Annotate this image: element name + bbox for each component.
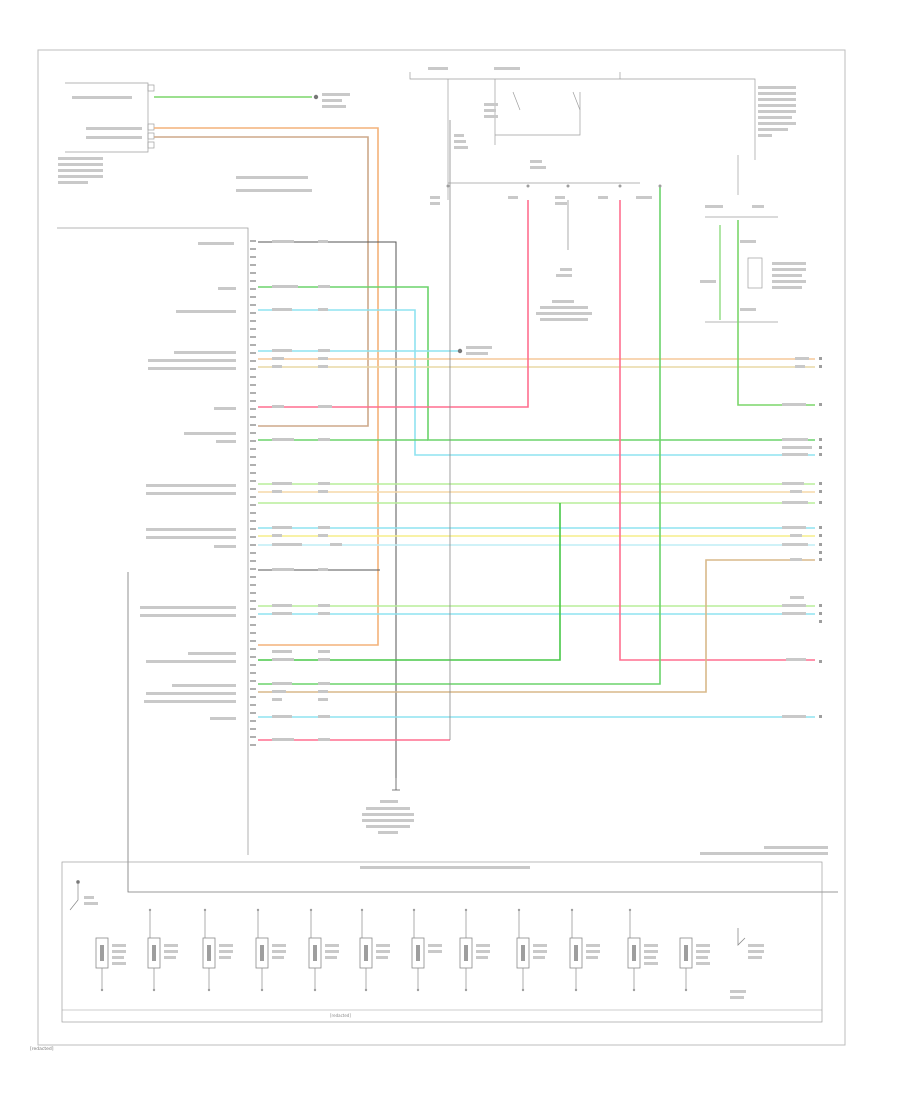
splice-mid bbox=[457, 346, 492, 355]
top-center-note bbox=[236, 176, 312, 192]
top-right-module-labels bbox=[700, 86, 806, 311]
wires-main-harness bbox=[258, 185, 815, 778]
bottom-panel bbox=[61, 861, 823, 1023]
wire-green-right bbox=[737, 220, 815, 406]
fuse-block-top bbox=[409, 72, 640, 200]
bottom-bar-label: [redacted] bbox=[330, 1013, 351, 1018]
wire-left-black bbox=[127, 572, 838, 893]
bottom-panel-ground-label bbox=[84, 896, 98, 905]
footer-code: [redacted] bbox=[30, 1046, 54, 1052]
bottom-right-caption bbox=[700, 846, 828, 855]
bottom-panel-ground bbox=[69, 880, 80, 911]
wire-tags bbox=[272, 240, 342, 741]
top-right-module bbox=[620, 78, 778, 323]
fuse-block-labels bbox=[428, 67, 652, 205]
wire-orange-top bbox=[154, 127, 379, 646]
main-module bbox=[57, 227, 249, 855]
right-edge-labels bbox=[782, 357, 812, 718]
right-edge-pins bbox=[819, 357, 822, 718]
splice-top-right-labels bbox=[313, 93, 350, 108]
main-module-pins bbox=[250, 240, 256, 746]
ground-top-center bbox=[536, 200, 592, 321]
fuse-block-connectors bbox=[446, 184, 662, 188]
top-left-connector bbox=[65, 82, 155, 153]
diagram-border bbox=[37, 49, 846, 1046]
main-module-pin-labels bbox=[140, 242, 236, 720]
bottom-switch-row bbox=[95, 908, 764, 999]
ground-center bbox=[362, 778, 414, 834]
sensor-element bbox=[747, 257, 763, 289]
top-left-connector-labels bbox=[58, 96, 142, 184]
